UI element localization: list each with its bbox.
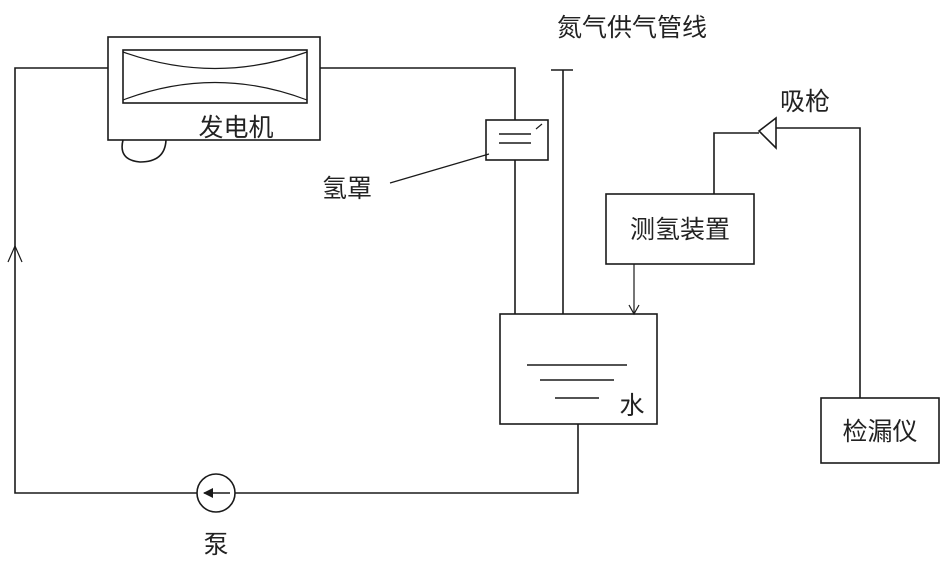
hood-vent-icon xyxy=(535,123,543,130)
hydrogen-measuring-device: 测氢装置 xyxy=(605,193,755,316)
generator: 发电机 xyxy=(107,36,321,163)
water-tank-box xyxy=(499,313,658,425)
hydrogen-measuring-device-label: 测氢装置 xyxy=(630,215,730,244)
generator-base-bulge xyxy=(121,139,167,163)
leak-detector: 检漏仪 xyxy=(820,397,940,464)
hydrogen-measuring-device-box xyxy=(605,193,755,265)
suction-gun-label: 吸枪 xyxy=(780,87,830,116)
gun-to-detector-line xyxy=(776,127,861,398)
pump-label: 泵 xyxy=(203,530,228,559)
suction-gun: 吸枪 xyxy=(713,87,861,398)
hydrogen-hood-label: 氢罩 xyxy=(322,174,372,203)
down-arrow-icon xyxy=(628,304,640,316)
leak-detector-box xyxy=(820,397,940,464)
nitrogen-supply-line-label: 氮气供气管线 xyxy=(557,13,707,42)
generator-winding-top xyxy=(122,51,308,70)
generator-winding-bottom xyxy=(122,81,308,101)
pump-left-arrow-icon xyxy=(203,488,213,498)
nitrogen-supply-line: 氮气供气管线 xyxy=(551,13,707,314)
generator-casing xyxy=(107,36,321,141)
hydrogen-hood: 氢罩 xyxy=(322,119,549,203)
water-label: 水 xyxy=(619,391,644,420)
suction-gun-nozzle-icon xyxy=(757,116,777,150)
water-tank: 水 xyxy=(499,313,658,425)
generator-core xyxy=(122,49,308,104)
pump: 泵 xyxy=(196,473,236,559)
generator-label: 发电机 xyxy=(198,113,273,142)
flow-up-arrow-icon xyxy=(7,244,23,263)
leak-detector-label: 检漏仪 xyxy=(842,417,917,446)
hydrogen-hood-box xyxy=(485,119,549,161)
device-to-gun-line xyxy=(713,132,759,194)
hood-leader-line xyxy=(389,153,490,184)
pump-outlet-pipe xyxy=(235,424,579,494)
